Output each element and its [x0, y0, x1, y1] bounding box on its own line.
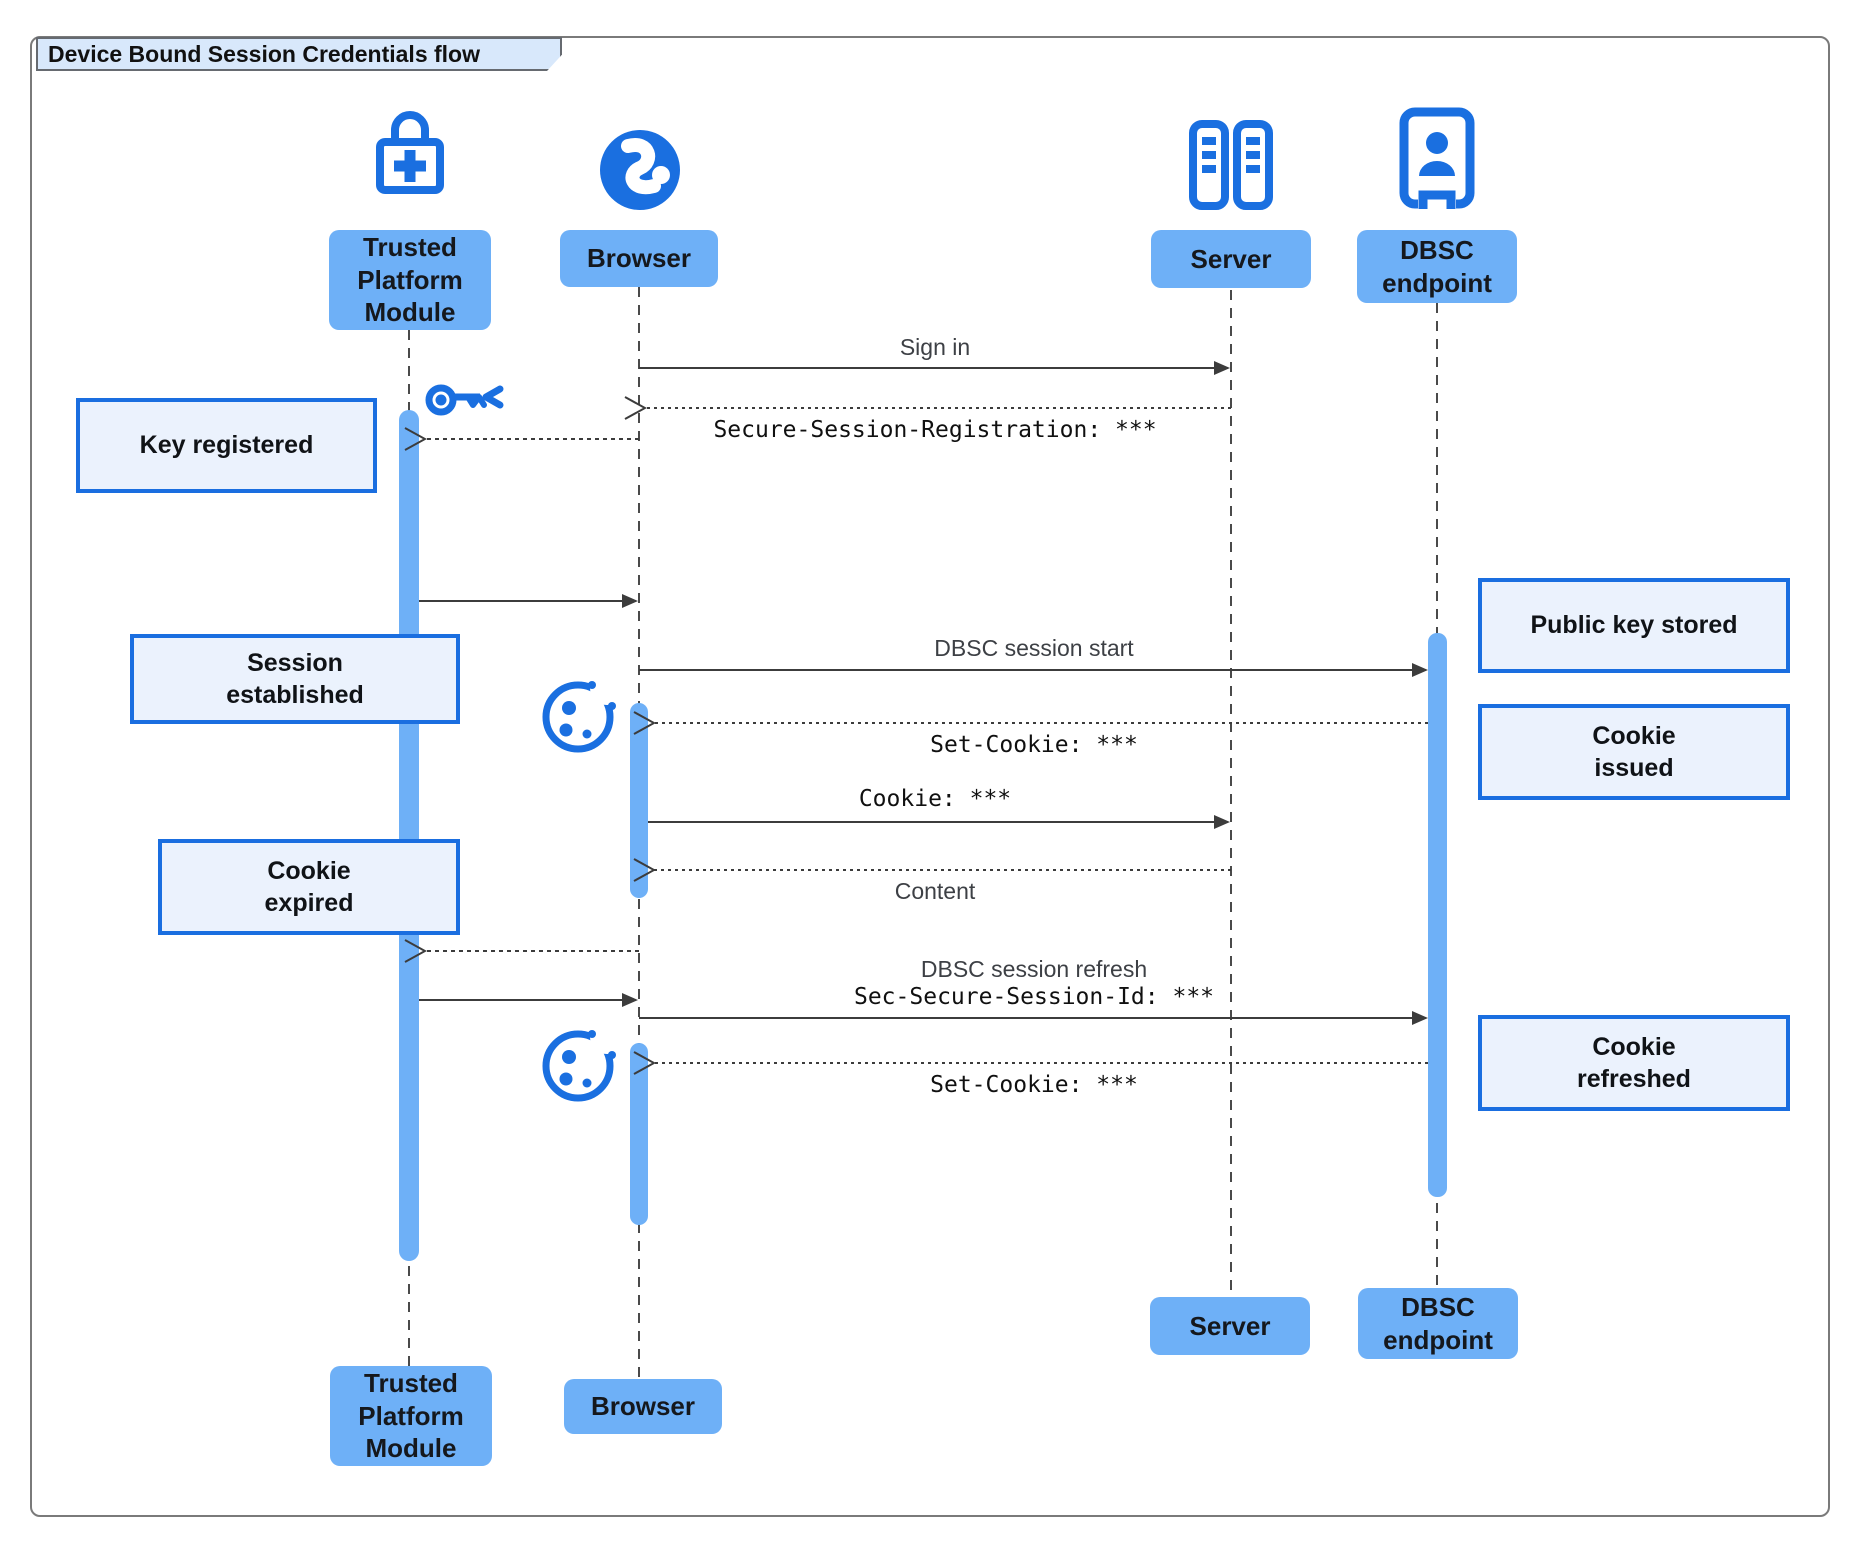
message-label-sec-secure-session-id: Sec-Secure-Session-Id: ***: [853, 984, 1215, 1010]
cookie-icon: [542, 1021, 620, 1102]
actor-bottom-trusted-platform-module: Trusted Platform Module: [330, 1366, 492, 1466]
note-cookie-issued: Cookie issued: [1478, 704, 1790, 800]
key-icon: [425, 384, 504, 416]
message-label-cookie: Cookie: ***: [858, 786, 1012, 812]
lock-plus-icon: [376, 111, 444, 194]
person-badge-icon: [1399, 107, 1475, 210]
note-cookie-expired: Cookie expired: [158, 839, 460, 935]
globe-icon: [600, 130, 680, 210]
actor-top-trusted-platform-module: Trusted Platform Module: [329, 230, 491, 330]
actor-top-server: Server: [1151, 230, 1311, 288]
note-key-registered: Key registered: [76, 398, 377, 493]
message-label-content: Content: [894, 878, 976, 904]
message-label-set-cookie-1: Set-Cookie: ***: [930, 732, 1138, 758]
note-public-key-stored: Public key stored: [1478, 578, 1790, 673]
cookie-icon: [542, 672, 620, 753]
actor-bottom-dbsc-endpoint: DBSC endpoint: [1358, 1288, 1518, 1359]
actor-top-browser: Browser: [560, 230, 718, 287]
message-label-sign-in: Sign in: [899, 334, 971, 360]
message-label-secure-session-registration: Secure-Session-Registration: ***: [713, 417, 1157, 443]
message-label-dbsc-session-refresh: DBSC session refresh: [920, 956, 1148, 982]
message-label-set-cookie-2: Set-Cookie: ***: [930, 1072, 1138, 1098]
note-session-established: Session established: [130, 634, 460, 724]
diagram-title: Device Bound Session Credentials flow: [48, 40, 480, 67]
actor-bottom-browser: Browser: [564, 1379, 722, 1434]
diagram-title-tab: Device Bound Session Credentials flow: [36, 37, 562, 71]
actor-bottom-server: Server: [1150, 1297, 1310, 1355]
note-cookie-refreshed: Cookie refreshed: [1478, 1015, 1790, 1111]
actor-top-dbsc-endpoint: DBSC endpoint: [1357, 230, 1517, 303]
server-rack-icon: [1189, 120, 1273, 210]
message-label-dbsc-session-start: DBSC session start: [934, 635, 1134, 661]
